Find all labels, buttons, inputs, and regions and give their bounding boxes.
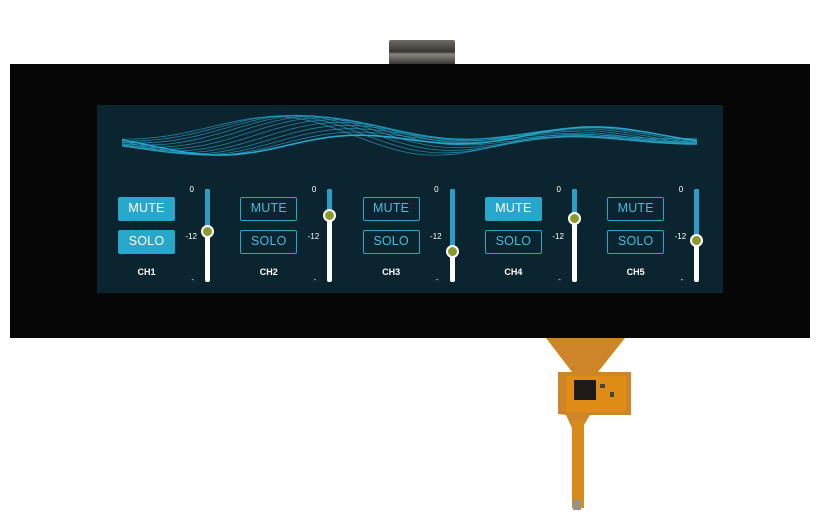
scale-bottom-label: - (680, 275, 684, 284)
solo-button[interactable]: SOLO (118, 230, 175, 254)
channel-strip-1: MUTE SOLO CH1 0 -12 - (97, 105, 219, 293)
scale-mid-label: -12 (674, 232, 687, 241)
solo-button[interactable]: SOLO (607, 230, 665, 254)
solo-button[interactable]: SOLO (240, 230, 298, 254)
mute-button[interactable]: MUTE (484, 197, 542, 221)
scale-bottom-label: - (191, 275, 194, 284)
volume-slider-knob[interactable] (567, 211, 581, 225)
waveform-display (121, 114, 698, 156)
solo-button[interactable]: SOLO (484, 230, 542, 254)
volume-slider-knob[interactable] (445, 245, 459, 259)
scale-bottom-label: - (313, 275, 317, 284)
volume-slider-knob[interactable] (690, 234, 704, 248)
volume-slider-fill (205, 189, 210, 231)
scale-top-label: 0 (434, 185, 439, 194)
scale-mid-label: -12 (430, 232, 442, 241)
scale-top-label: 0 (678, 185, 684, 194)
volume-slider-fill (327, 189, 333, 216)
channel-strip-5: MUTE SOLO CH5 0 -12 - (586, 105, 708, 293)
solo-button[interactable]: SOLO (362, 230, 420, 254)
top-connector (389, 40, 455, 66)
volume-slider-fill (694, 189, 700, 241)
volume-slider-fill (449, 189, 455, 252)
waveform-line (121, 114, 698, 151)
volume-slider-track[interactable] (327, 189, 333, 282)
volume-slider-track[interactable] (449, 189, 455, 282)
channel-label: CH4 (504, 267, 523, 277)
scale-mid-label: -12 (307, 232, 320, 241)
waveform-line (122, 116, 698, 156)
mute-button[interactable]: MUTE (240, 197, 298, 221)
touch-screen: MUTE SOLO CH1 0 -12 - MUTE SOLO CH2 0 -1… (97, 105, 723, 293)
channel-strip-4: MUTE SOLO CH4 0 -12 - (464, 105, 586, 293)
volume-slider-track[interactable] (571, 189, 577, 282)
channel-label: CH3 (382, 267, 401, 277)
volume-slider-knob[interactable] (201, 224, 214, 238)
scale-top-label: 0 (189, 185, 194, 194)
channel-label: CH1 (137, 267, 156, 277)
scale-top-label: 0 (556, 185, 561, 194)
mute-button[interactable]: MUTE (362, 197, 420, 221)
channel-strip-3: MUTE SOLO CH3 0 -12 - (342, 105, 464, 293)
channel-label: CH2 (259, 267, 278, 277)
volume-slider-knob[interactable] (323, 209, 337, 223)
waveform-line (122, 115, 698, 154)
scale-bottom-label: - (435, 275, 439, 284)
scale-mid-label: -12 (552, 232, 564, 241)
scale-top-label: 0 (311, 185, 317, 194)
channel-label: CH5 (626, 267, 645, 277)
channel-strip-2: MUTE SOLO CH2 0 -12 - (219, 105, 341, 293)
scale-bottom-label: - (558, 275, 561, 284)
waveform-line (121, 122, 698, 153)
scale-mid-label: -12 (185, 232, 197, 241)
volume-slider-fill (571, 189, 577, 218)
mute-button[interactable]: MUTE (607, 197, 665, 221)
mute-button[interactable]: MUTE (118, 197, 175, 221)
waveform-line (121, 127, 698, 156)
